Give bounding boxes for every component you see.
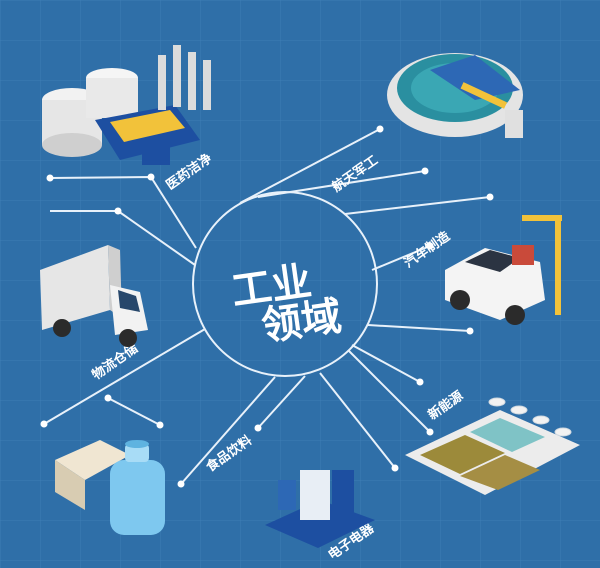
energy-illustration [405, 397, 580, 495]
line-right [367, 324, 471, 332]
auto-illustration [445, 215, 562, 325]
connector-lines [43, 128, 491, 485]
medical-plant-illustration [42, 45, 211, 165]
center-title-line2: 领域 [259, 293, 345, 350]
line-aerospace-2 [257, 170, 426, 198]
aerospace-illustration [387, 53, 523, 138]
line-electronics-2 [319, 372, 396, 469]
line-logistics [43, 328, 206, 425]
center-title-line1: 工业 [229, 258, 315, 315]
line-food [180, 376, 276, 485]
line-auto-top [344, 196, 491, 215]
line-right-low [347, 349, 431, 433]
line-electronics [257, 375, 306, 429]
line-left-low [107, 397, 161, 426]
center-title: 工业 领域 [229, 258, 345, 350]
line-auto [371, 245, 431, 271]
connector-dots [40, 125, 494, 488]
electronics-illustration [265, 470, 375, 548]
logistics-illustration [40, 245, 148, 347]
food-illustration [55, 440, 165, 535]
line-aerospace [239, 128, 381, 204]
line-energy [351, 344, 421, 383]
